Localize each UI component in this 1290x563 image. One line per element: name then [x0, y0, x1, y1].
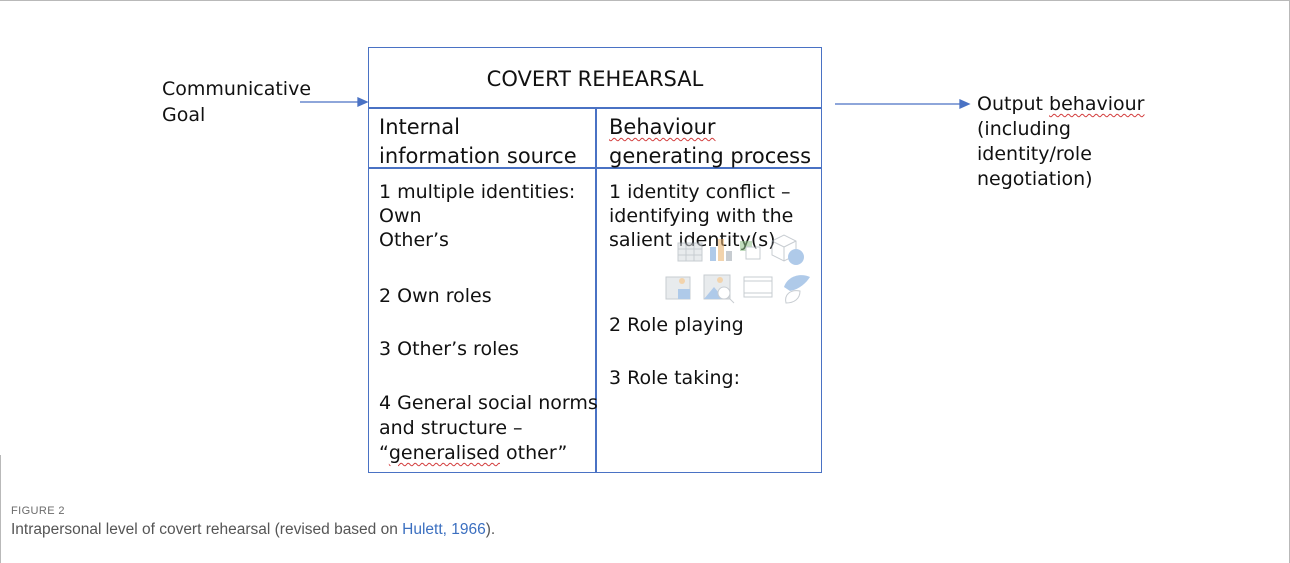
col1-item1-line3: Other’s	[379, 229, 449, 251]
open-quote: “	[379, 442, 389, 464]
figure-caption: Intrapersonal level of covert rehearsal …	[11, 521, 495, 539]
online-picture-icon	[703, 274, 735, 304]
picture-icon	[665, 276, 691, 300]
smartart-icon	[740, 241, 761, 260]
col1-item3: 3 Other’s roles	[379, 338, 519, 360]
figure-number: FIGURE 2	[11, 505, 65, 517]
output-label-line3: identity/role	[977, 143, 1092, 165]
table-icon	[677, 242, 703, 262]
chart-icon	[710, 239, 732, 261]
col2-header-line1: Behaviour	[609, 113, 716, 142]
title-divider	[368, 107, 822, 109]
spell-underlined-word: behaviour	[1049, 93, 1145, 115]
icons-icon	[784, 275, 810, 304]
video-icon	[743, 276, 773, 298]
col2-header-line2: generating process	[609, 144, 812, 168]
col1-item4-line3-rest: other”	[500, 442, 568, 464]
col2-item2: 2 Role playing	[609, 314, 744, 336]
output-label-line2: (including	[977, 118, 1071, 140]
column-divider	[595, 108, 597, 473]
col2-item1-line3: salient identity(s)	[609, 229, 776, 251]
output-label-line4: negotiation)	[977, 168, 1093, 190]
col1-item1-line1: 1 multiple identities:	[379, 181, 576, 203]
col1-item4-line2: and structure –	[379, 417, 523, 439]
col2-item1-line2: identifying with the	[609, 205, 794, 227]
input-label-line2: Goal	[162, 104, 206, 126]
box-title: COVERT REHEARSAL	[486, 67, 704, 91]
spell-underlined-word: Behaviour	[609, 115, 716, 139]
3d-model-icon	[771, 234, 804, 265]
spell-underlined-word: generalised	[388, 442, 500, 464]
content-placeholder-icons	[665, 234, 810, 304]
figure-frame-left-edge	[0, 455, 1, 563]
col2-item3: 3 Role taking:	[609, 367, 740, 389]
col1-item2: 2 Own roles	[379, 285, 492, 307]
output-label-line1: Output behaviour	[977, 92, 1144, 116]
caption-text-before: Intrapersonal level of covert rehearsal …	[11, 521, 403, 538]
col1-item1-line2: Own	[379, 205, 422, 227]
citation-link[interactable]: Hulett, 1966	[402, 521, 486, 538]
input-label-line1: Communicative	[162, 78, 312, 100]
col1-item4-line1: 4 General social norms	[379, 392, 598, 414]
output-prefix: Output	[977, 93, 1050, 115]
col1-item4-line3: “generalised other”	[379, 441, 567, 465]
col1-header-line1: Internal	[379, 115, 460, 139]
col2-item1-line1: 1 identity conflict –	[609, 181, 791, 203]
col1-header-line2: information source	[379, 144, 577, 168]
caption-text-after: ).	[485, 521, 496, 538]
